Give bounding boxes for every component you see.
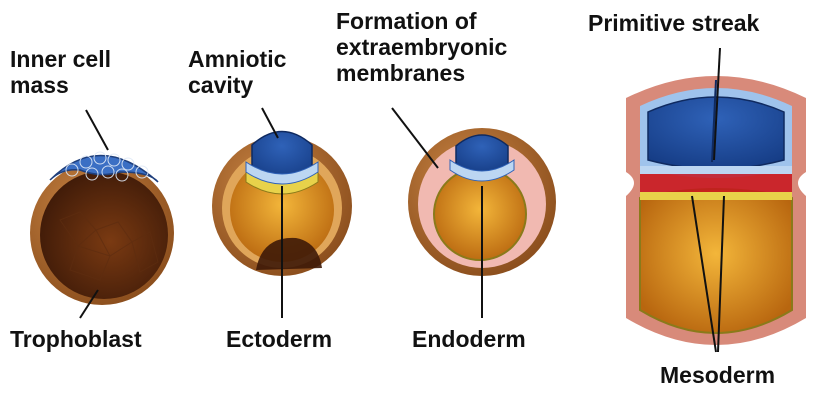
pointer-line (392, 108, 438, 168)
yolk-sac (434, 168, 526, 260)
blastocoel (40, 171, 168, 299)
label-amniotic-cavity: Amniotic cavity (188, 46, 286, 98)
early-bilaminar-embryo (212, 108, 352, 318)
ectoderm-layer (640, 166, 792, 174)
label-ectoderm: Ectoderm (226, 326, 332, 352)
label-mesoderm: Mesoderm (660, 362, 775, 388)
label-inner-cell-mass: Inner cell mass (10, 46, 111, 98)
extraembryonic-membrane-stage (392, 108, 556, 318)
pointer-line (86, 110, 108, 150)
label-formation: Formation of extraembryonic membranes (336, 8, 507, 86)
label-primitive-streak: Primitive streak (588, 10, 759, 36)
label-endoderm: Endoderm (412, 326, 526, 352)
label-trophoblast: Trophoblast (10, 326, 142, 352)
yolk-sac-large (640, 189, 792, 333)
endoderm-layer (640, 192, 792, 200)
mesoderm-layer (640, 172, 792, 194)
blastocyst (30, 110, 174, 318)
gastrulation-stage (626, 48, 806, 352)
